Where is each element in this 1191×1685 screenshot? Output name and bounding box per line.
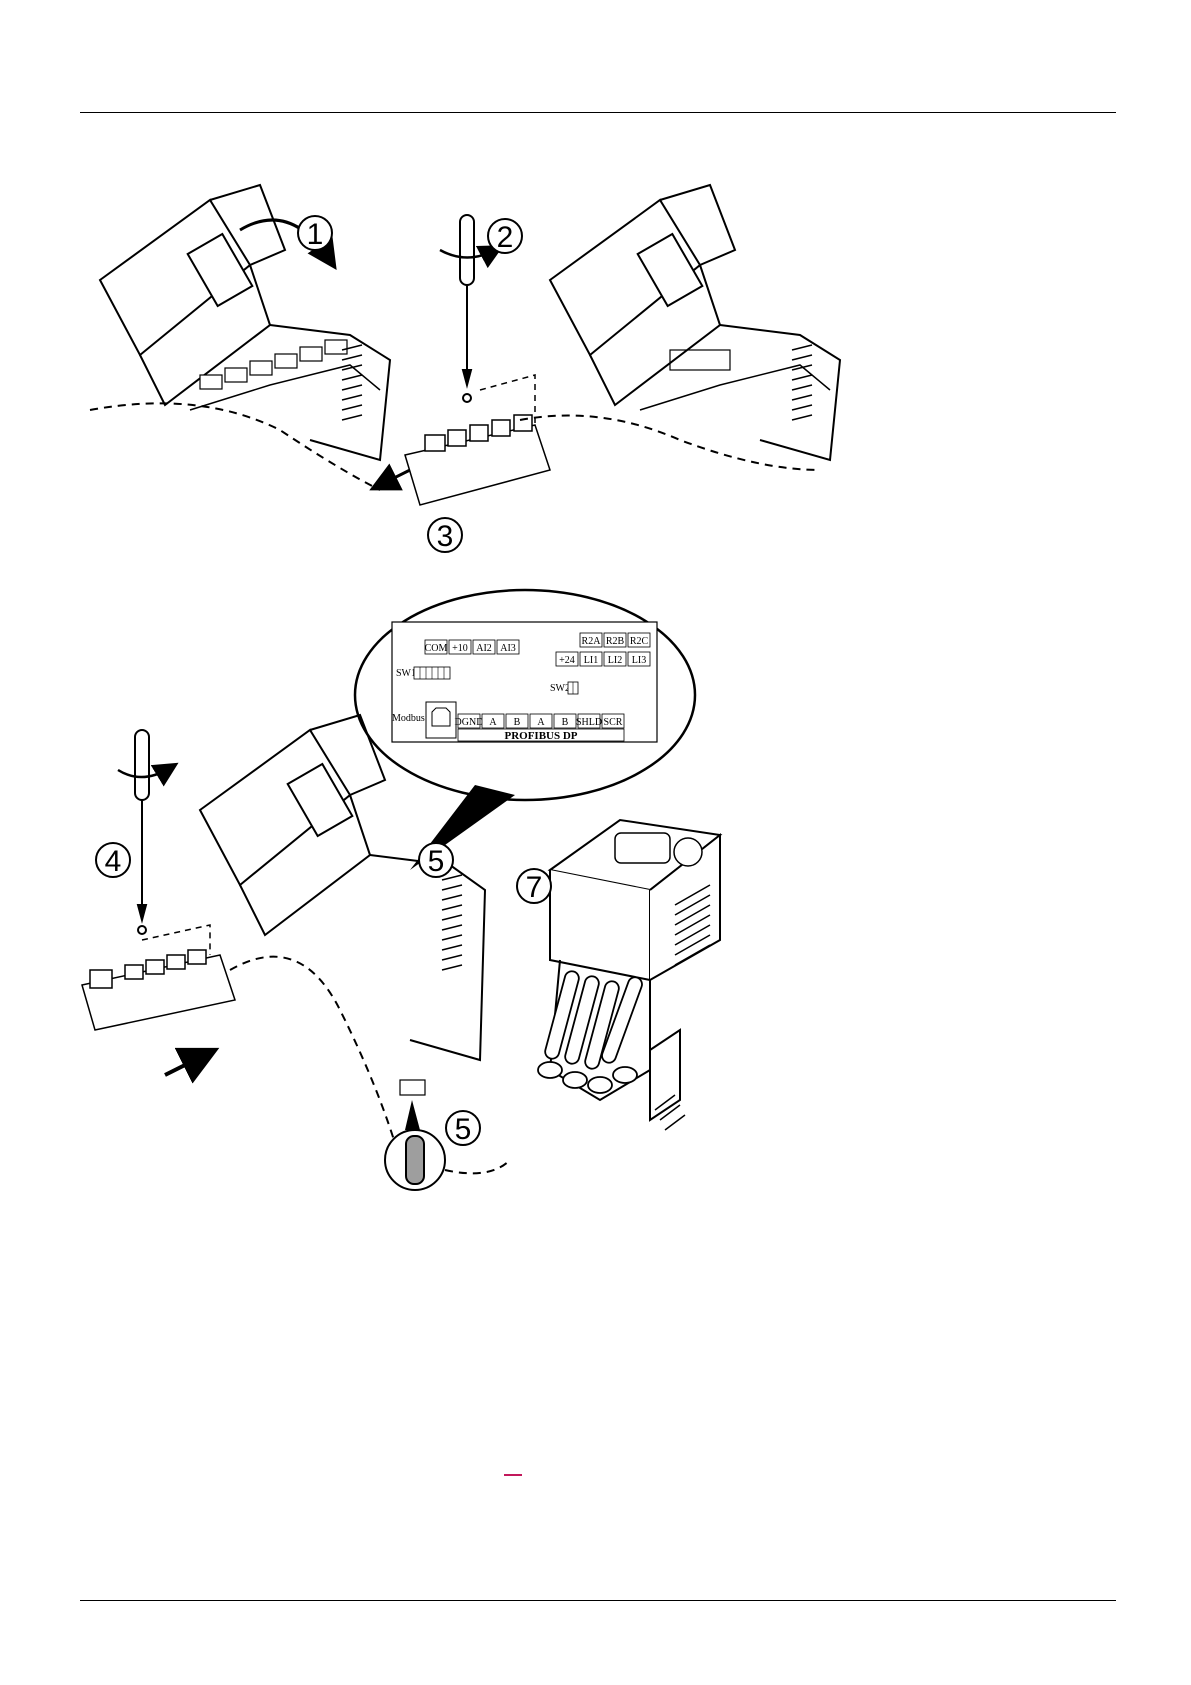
terminal-ai3: AI3 [500, 643, 516, 654]
terminal-li3: LI3 [632, 655, 646, 666]
step-5-marker-bottom: 5 [446, 1111, 480, 1146]
screwdriver-remove [440, 215, 495, 402]
step-5-label-bottom: 5 [455, 1113, 472, 1146]
terminal-r2b: R2B [606, 636, 625, 647]
bus-terminals: DGND A B A B SHLD SCR PROFIBUS DP [455, 714, 624, 742]
step-5-label-top: 5 [428, 845, 445, 878]
terminal-com: COM [425, 643, 448, 654]
step-4-marker: 4 [96, 843, 130, 878]
terminal-li2: LI2 [608, 655, 622, 666]
step-1-label: 1 [307, 218, 324, 251]
terminal-a2: A [537, 717, 545, 728]
relay-terminals: R2A R2B R2C [580, 633, 650, 647]
drive-open-cover-1 [90, 185, 390, 490]
header-rule [80, 112, 1116, 113]
step-1-marker: 1 [298, 216, 332, 251]
terminal-ai2: AI2 [476, 643, 492, 654]
step-4-label: 4 [105, 845, 122, 878]
step-7-marker: 7 [517, 869, 551, 904]
terminal-li1: LI1 [584, 655, 598, 666]
terminal-shld: SHLD [576, 717, 602, 728]
terminal-scr: SCR [604, 717, 623, 728]
installation-diagram: 1 2 3 [80, 170, 1120, 1210]
footer-rule [80, 1600, 1116, 1601]
step-2-label: 2 [497, 221, 514, 254]
terminal-b1: B [514, 717, 521, 728]
terminal-r2c: R2C [630, 636, 649, 647]
terminal-b2: B [562, 717, 569, 728]
terminal-plus24: +24 [559, 655, 575, 666]
bus-name: PROFIBUS DP [504, 730, 577, 742]
step-5-marker-top: 5 [419, 843, 453, 878]
sw2-label: SW2 [550, 683, 570, 694]
sw1-label: SW1 [396, 668, 416, 679]
step-2-marker: 2 [488, 219, 522, 254]
drive-open-cover-2 [520, 185, 840, 470]
modbus-label: Modbus [392, 713, 425, 724]
terminal-plus10: +10 [452, 643, 468, 654]
step-3-marker: 3 [428, 518, 462, 553]
terminal-dgnd: DGND [455, 717, 484, 728]
footnote-link-mark[interactable] [504, 1474, 522, 1476]
installation-figure: 1 2 3 [80, 170, 1120, 1210]
step-7-label: 7 [526, 871, 543, 904]
step-3-label: 3 [437, 520, 454, 553]
terminal-r2a: R2A [582, 636, 602, 647]
terminal-a1: A [489, 717, 497, 728]
